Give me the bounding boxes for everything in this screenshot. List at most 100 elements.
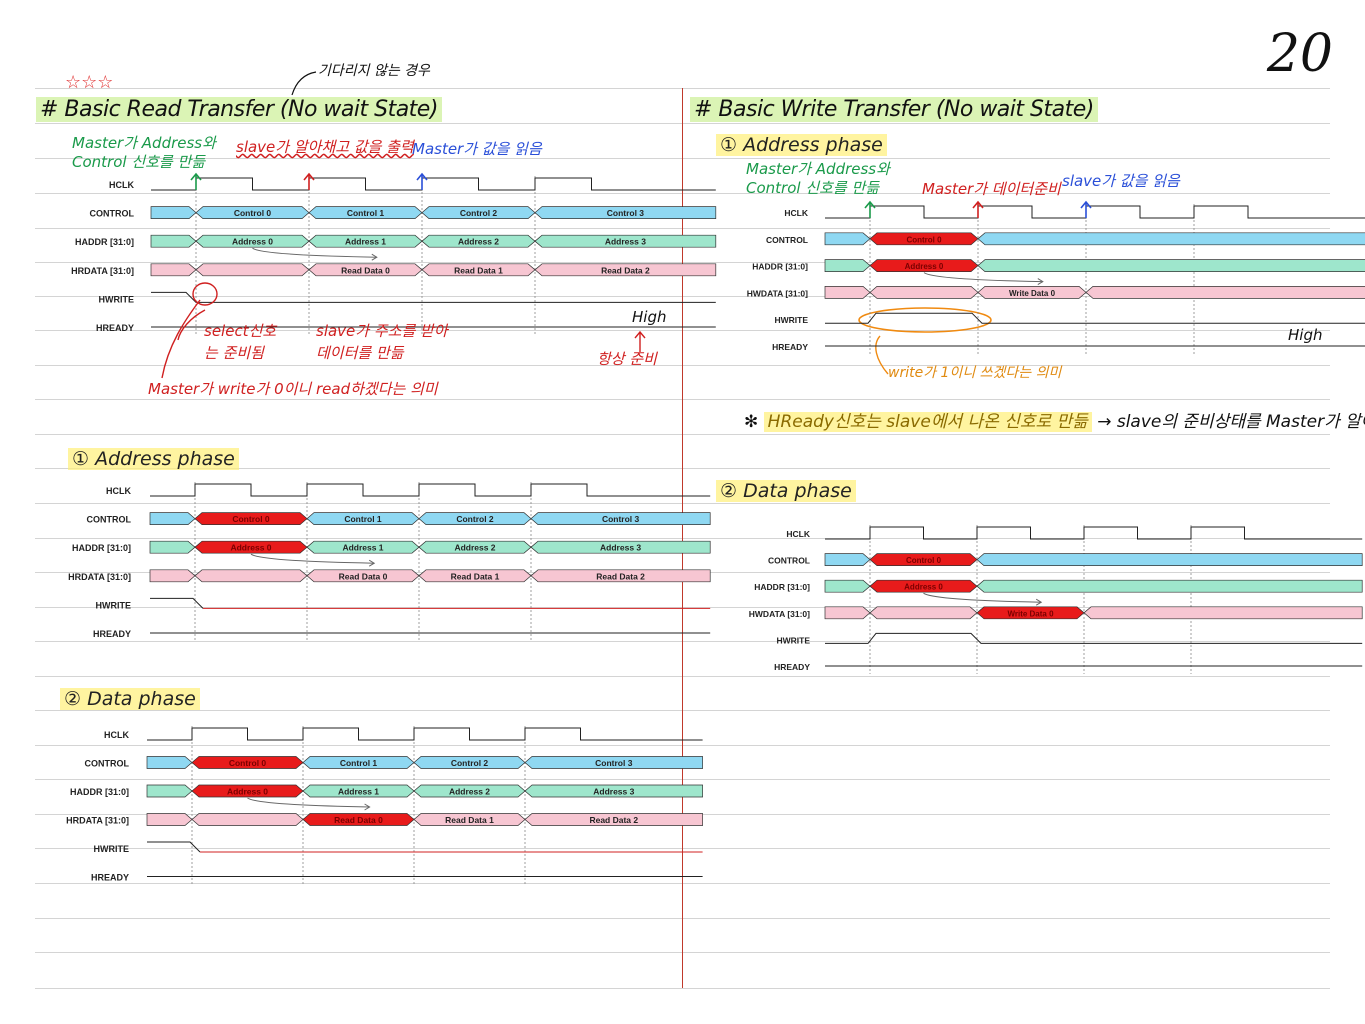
hwrite-waveform — [150, 597, 204, 609]
bus-segment — [146, 756, 193, 769]
bus-segment — [534, 234, 717, 248]
clock-edge-arrow — [416, 172, 428, 190]
bus-segment — [530, 569, 711, 583]
read-address-phase-title: ① Address phase — [68, 448, 239, 470]
ruled-line — [35, 988, 1330, 989]
bus-value-label: Read Data 1 — [451, 571, 500, 581]
ann-write-one: write가 1이니 쓰겠다는 의미 — [888, 365, 1062, 381]
signal-label: HREADY — [93, 629, 131, 639]
clock-edge-arrow — [972, 200, 984, 218]
bus-segment — [824, 232, 871, 246]
clock-edge-arrow — [190, 172, 202, 190]
bus-value-label: Address 2 — [449, 787, 490, 797]
bus-value-label: Read Data 0 — [339, 571, 388, 581]
signal-label: HCLK — [106, 486, 131, 496]
bus-value-label: Address 1 — [342, 543, 383, 553]
bus-segment — [824, 553, 871, 566]
hclk-waveform — [825, 526, 1363, 540]
signal-label: HCLK — [786, 529, 810, 539]
bus-segment — [534, 263, 717, 277]
write-transfer-title-text: # Basic Write Transfer (No wait State) — [690, 97, 1098, 122]
bus-segment — [530, 540, 711, 554]
bus-value-label: Control 2 — [451, 758, 489, 768]
signal-label: CONTROL — [90, 209, 135, 219]
hready-note: ✻ HReady신호는 slave에서 나온 신호로 만듦 → slave의 준… — [744, 412, 1365, 432]
signal-label: HWRITE — [96, 600, 132, 610]
ann-select-ready: select신호는 준비됨 — [204, 322, 277, 362]
bus-segment — [524, 784, 703, 798]
bus-value-label: Address 2 — [454, 543, 495, 553]
bus-value-label: Control 3 — [607, 208, 645, 218]
hclk-waveform — [147, 727, 703, 741]
read-transfer-title: # Basic Read Transfer (No wait State) — [36, 97, 442, 122]
address-to-data-arrow — [247, 797, 370, 808]
signal-label: HWRITE — [94, 844, 130, 854]
bus-segment — [524, 756, 703, 769]
read-data-phase-title: ② Data phase — [60, 688, 200, 710]
bus-segment — [824, 259, 871, 272]
arrow-hwrite-note — [161, 299, 201, 379]
bus-value-label: Write Data 0 — [1009, 289, 1056, 298]
ann-high-read: High — [632, 308, 667, 326]
bus-segment — [534, 206, 717, 219]
ann-write-zero-read: Master가 write가 0이니 read하겠다는 의미 — [148, 380, 438, 398]
bus-value-label: Address 0 — [905, 262, 944, 271]
clock-edge-arrow — [1080, 200, 1092, 218]
bus-value-label: Read Data 2 — [589, 815, 638, 825]
signal-label: HRDATA [31:0] — [71, 266, 134, 276]
arrow-head — [368, 559, 376, 567]
page-divider — [682, 88, 683, 988]
circle-hwrite-read — [192, 282, 218, 306]
hready-note-prefix: ✻ — [744, 412, 764, 432]
write-transfer-title: # Basic Write Transfer (No wait State) — [690, 97, 1098, 122]
arrow-up-always-ready — [634, 330, 646, 352]
hready-note-rest: → slave의 준비상태를 Master가 알아야 함 — [1097, 412, 1365, 432]
bus-value-label: Read Data 0 — [341, 265, 390, 275]
arrow-head — [1035, 598, 1043, 606]
bus-segment — [977, 259, 1365, 272]
ann-slave-addr-data: slave가 주소를 받아 데이터를 만듦 — [316, 322, 448, 362]
signal-label: HADDR [31:0] — [75, 237, 134, 247]
signal-label: CONTROL — [87, 515, 132, 525]
bus-value-label: Read Data 2 — [596, 571, 645, 581]
signal-label: HADDR [31:0] — [70, 787, 129, 797]
bus-value-label: Control 0 — [229, 758, 267, 768]
bus-segment — [824, 286, 871, 299]
bus-value-label: Control 0 — [906, 235, 942, 244]
bus-value-label: Address 3 — [605, 237, 646, 247]
bus-segment — [976, 579, 1363, 593]
bus-value-label: Read Data 1 — [445, 815, 494, 825]
note-no-wait: 기다리지 않는 경우 — [318, 63, 430, 79]
bus-segment — [149, 569, 196, 583]
importance-stars: ☆☆☆ — [65, 72, 114, 93]
bus-value-label: Address 0 — [232, 237, 273, 247]
bus-segment — [1083, 606, 1363, 620]
bus-segment — [149, 512, 196, 525]
signal-label: HREADY — [774, 662, 810, 672]
arrow-no-wait-note — [291, 71, 317, 96]
arrow-head — [371, 253, 378, 261]
signal-label: HWRITE — [99, 294, 135, 304]
circle-hwrite-write — [858, 307, 992, 333]
bus-segment — [869, 606, 978, 620]
bus-value-label: Address 0 — [227, 787, 268, 797]
hclk-waveform — [150, 483, 711, 497]
ann-high-write: High — [1288, 326, 1323, 344]
signal-label: HCLK — [784, 208, 808, 218]
ann-master-data-ready: Master가 데이터준비 — [922, 180, 1061, 198]
arrow-select-note — [177, 309, 206, 341]
clock-edge-arrow — [303, 172, 315, 190]
bus-value-label: Address 3 — [600, 543, 641, 553]
hclk-waveform — [825, 205, 1365, 219]
bus-value-label: Control 0 — [234, 208, 272, 218]
signal-label: HCLK — [109, 180, 134, 190]
page-number: 20 — [1266, 24, 1333, 84]
signal-label: HCLK — [104, 730, 129, 740]
bus-segment — [191, 813, 304, 826]
signal-label: HREADY — [96, 323, 134, 333]
bus-segment — [524, 813, 703, 826]
